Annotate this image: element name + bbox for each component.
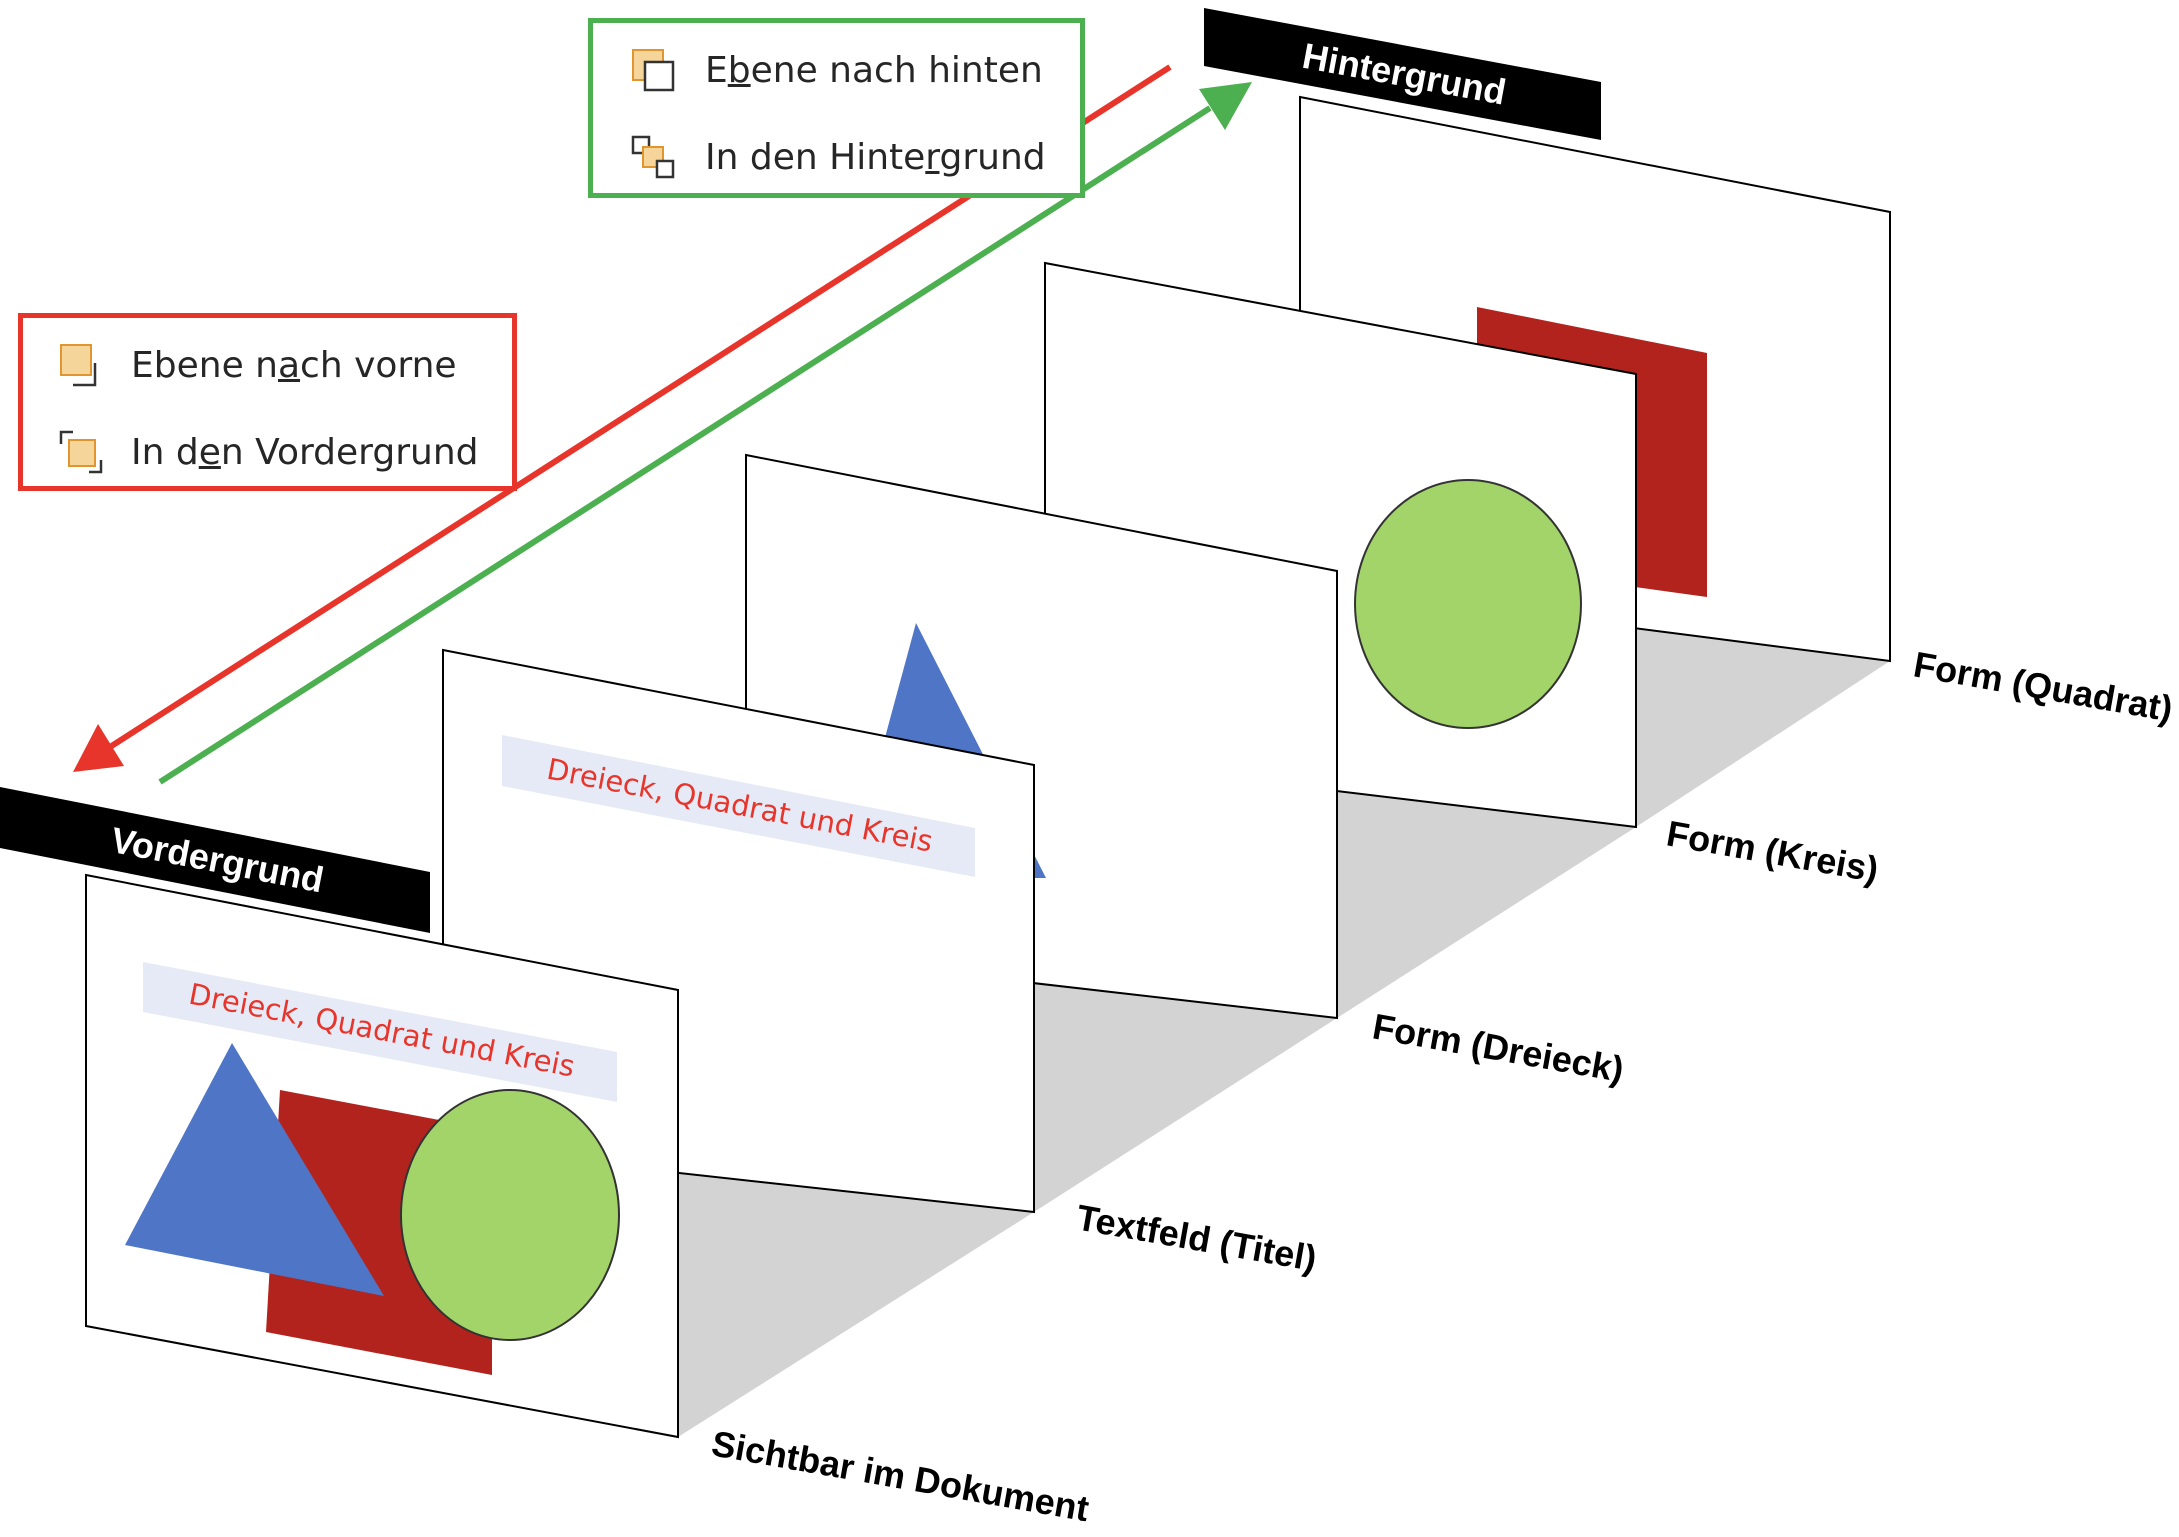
- arrowhead-green: [1199, 82, 1252, 130]
- layer-label-dreieck: Form (Dreieck): [1370, 1006, 1627, 1090]
- layer-label-sichtbar: Sichtbar im Dokument: [709, 1423, 1092, 1530]
- menu-item-send-to-back[interactable]: In den Hintergrund: [593, 117, 1080, 197]
- arrowhead-red: [73, 724, 124, 772]
- circle-shape: [1354, 479, 1582, 729]
- menu-item-send-backward[interactable]: Ebene nach hinten: [593, 30, 1080, 110]
- bring-forward-icon: [60, 344, 97, 387]
- arrow-to-back: [158, 82, 1252, 785]
- menu-item-label: In den Vordergrund: [131, 432, 479, 473]
- menu-send-backward: Ebene nach hinten In den Hintergrund: [588, 18, 1085, 198]
- menu-item-bring-forward[interactable]: Ebene nach vorne: [23, 325, 512, 405]
- send-backward-icon: [632, 49, 675, 92]
- triangle-shape: [125, 1043, 384, 1296]
- send-to-back-icon: [631, 135, 675, 179]
- layer-panel-sichtbar: Dreieck, Quadrat und Kreis: [85, 873, 679, 1439]
- menu-item-label: Ebene nach hinten: [705, 50, 1043, 91]
- menu-bring-forward: Ebene nach vorne In den Vordergrund: [18, 313, 517, 491]
- layer-label-quadrat: Form (Quadrat): [1911, 644, 2176, 730]
- circle-shape: [400, 1089, 620, 1341]
- layer-label-textfeld: Textfeld (Titel): [1074, 1197, 1320, 1280]
- title-box: [502, 735, 975, 877]
- layer-label-kreis: Form (Kreis): [1664, 813, 1882, 891]
- title-box: [143, 962, 617, 1102]
- menu-item-label: In den Hintergrund: [705, 137, 1046, 178]
- header-vordergrund: Vordergrund: [0, 787, 430, 933]
- menu-item-label: Ebene nach vorne: [131, 345, 457, 386]
- bring-to-front-icon: [59, 430, 103, 474]
- menu-item-bring-to-front[interactable]: In den Vordergrund: [23, 412, 512, 492]
